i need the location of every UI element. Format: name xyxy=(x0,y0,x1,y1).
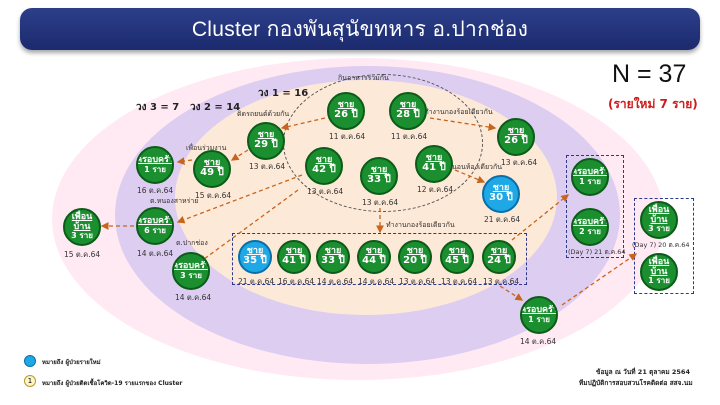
case-date: 15 ต.ค.64 xyxy=(195,191,232,200)
arrow-famB-to-friendR xyxy=(561,253,638,306)
case-date: 14 ต.ค.64 xyxy=(137,249,174,258)
case-date: 11 ต.ค.64 xyxy=(329,132,366,141)
arrow-42-to-fam3 xyxy=(198,189,299,263)
arrow-42-to-fam6 xyxy=(176,174,303,224)
ride-together-note: ติดรถยนต์ด้วยกัน xyxy=(237,110,290,118)
arrow-41-to-30 xyxy=(454,169,486,184)
ring-2-label: วง 2 = 14 xyxy=(190,102,241,113)
ring-3-label: วง 3 = 7 xyxy=(136,102,180,113)
same-room-note: นอนห้องเดียวกัน xyxy=(452,163,503,171)
coworker-note: เพื่อนร่วมงาน xyxy=(186,144,227,152)
case-date: 13 ต.ค.64 xyxy=(307,187,344,196)
case-date: 13 ต.ค.64 xyxy=(399,277,436,286)
team-credit: ทีมปฏิบัติการสอบสวนโรคติดต่อ สสจ.นม xyxy=(579,379,693,387)
data-date-note: ข้อมูล ณ วันที่ 21 ตุลาคม 2564 xyxy=(596,368,690,376)
case-date: 14 ต.ค.64 xyxy=(175,293,212,302)
case-date: 11 ต.ค.64 xyxy=(391,132,428,141)
arrow-group-to-famR xyxy=(511,194,570,241)
case-date: 14 ต.ค.64 xyxy=(317,277,354,286)
same-company-note-2: ทำงานกองร้อยเดียวกัน xyxy=(386,221,455,229)
diagram-title-banner: Cluster กองพันสุนัขทหาร อ.ปากช่อง xyxy=(20,8,700,50)
legend-new-case-icon xyxy=(24,355,36,367)
arrow-49-to-fam1 xyxy=(176,157,193,165)
case-date: 16 ต.ค.64 xyxy=(137,186,174,195)
case-date: 13 ต.ค.64 xyxy=(362,198,399,207)
case-date: (Day 7) 21 ต.ค.64 xyxy=(568,248,626,256)
case-date: 21 ต.ค.64 xyxy=(238,277,275,286)
case-date: 13 ต.ค.64 xyxy=(483,277,520,286)
same-company-note: ทำงานกองร้อยเดียวกัน xyxy=(424,108,493,116)
case-date: 13 ต.ค.64 xyxy=(441,277,478,286)
family-group-box xyxy=(566,155,624,258)
case-date: 14 ต.ค.64 xyxy=(520,337,557,346)
case-date: (Day 7) 20 ต.ค.64 xyxy=(632,241,690,249)
legend-first-case-text: หมายถึง ผู้ป่วยติดเชื้อโควิด-19 รายแรกขอ… xyxy=(42,380,183,387)
legend-new-case-text: หมายถึง ผู้ป่วยรายใหม่ xyxy=(42,359,101,366)
work-group-box xyxy=(232,233,527,285)
legend-first-case-icon: 1 xyxy=(24,375,36,387)
arrow-29-to-49 xyxy=(230,149,249,161)
district-note: ต.ปากช่อง xyxy=(176,239,208,247)
new-case-count: (รายใหม่ 7 ราย) xyxy=(608,97,698,111)
arrow-28-to-26 xyxy=(429,117,497,131)
case-date: 15 ต.ค.64 xyxy=(64,250,101,259)
case-date: 12 ต.ค.64 xyxy=(417,185,454,194)
case-date: 14 ต.ค.64 xyxy=(358,277,395,286)
arrow-24-to-famB xyxy=(499,285,524,301)
eat-together-note: กินอาหารร่วมกัน xyxy=(338,74,389,82)
village-note: ต.หนองสาหร่าย xyxy=(150,197,199,205)
neighbor-group-box xyxy=(634,198,694,294)
ring-1-label: วง 1 = 16 xyxy=(258,88,309,99)
total-count: N = 37 xyxy=(612,60,687,88)
case-date: 21 ต.ค.64 xyxy=(484,215,521,224)
case-date: 13 ต.ค.64 xyxy=(501,158,538,167)
case-date: 16 ต.ค.64 xyxy=(278,277,315,286)
case-date: 13 ต.ค.64 xyxy=(249,162,286,171)
arrow-26-to-29 xyxy=(280,117,326,131)
diagram-title: Cluster กองพันสุนัขทหาร อ.ปากช่อง xyxy=(191,17,529,41)
